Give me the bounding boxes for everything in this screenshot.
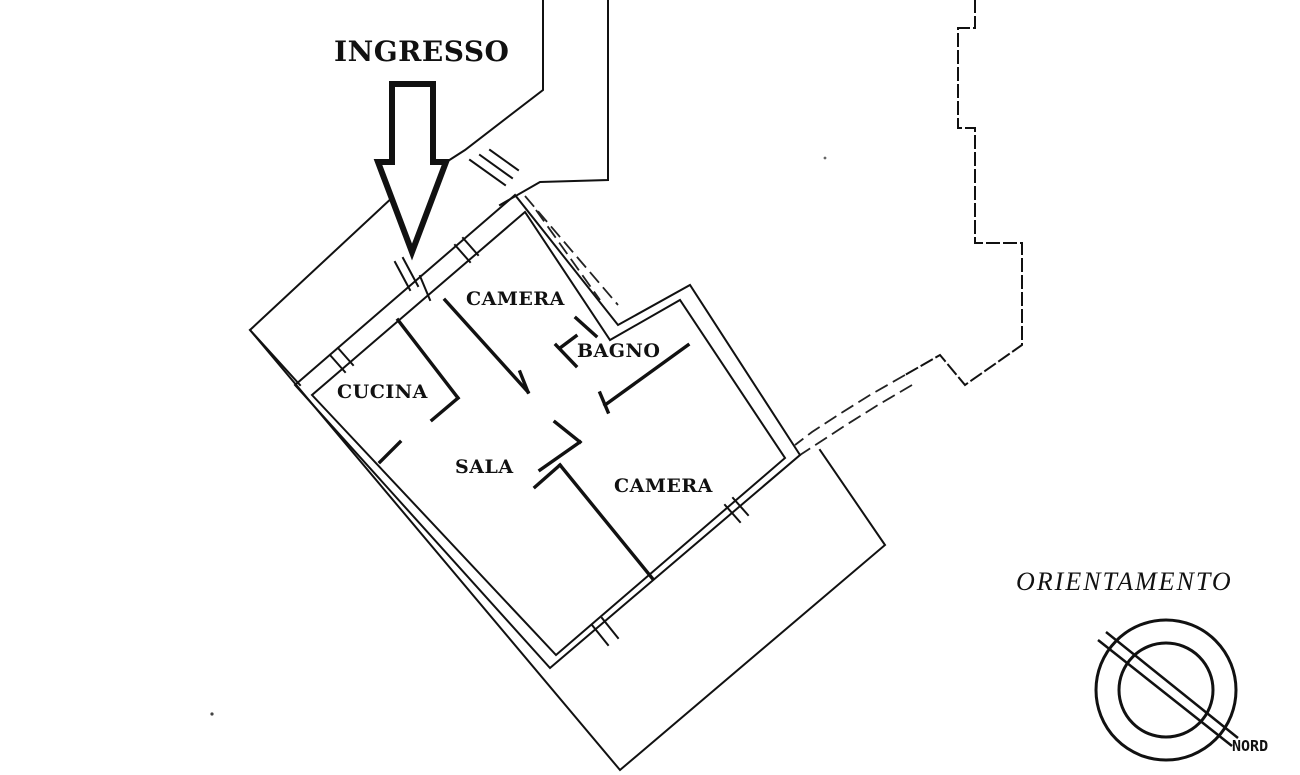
window-marks bbox=[328, 236, 750, 647]
apartment-outer-walls bbox=[293, 193, 802, 670]
orientation-title: ORIENTAMENTO bbox=[1016, 567, 1233, 596]
room-label-bagno: BAGNO bbox=[577, 340, 660, 362]
north-label: NORD bbox=[1232, 737, 1268, 755]
entrance-arrow-icon bbox=[373, 81, 451, 261]
entrance-label: INGRESSO bbox=[334, 35, 509, 68]
room-label-camera-top: CAMERA bbox=[466, 288, 565, 310]
terrace-outline bbox=[248, 193, 887, 772]
scan-speck bbox=[823, 156, 827, 160]
adjacent-building-outline bbox=[794, 0, 1023, 456]
interior-walls bbox=[377, 297, 691, 581]
compass-icon bbox=[1094, 618, 1239, 762]
room-label-camera-bottom: CAMERA bbox=[614, 475, 713, 497]
room-label-sala: SALA bbox=[455, 456, 514, 478]
scan-speck bbox=[210, 712, 214, 716]
room-label-cucina: CUCINA bbox=[337, 381, 428, 403]
